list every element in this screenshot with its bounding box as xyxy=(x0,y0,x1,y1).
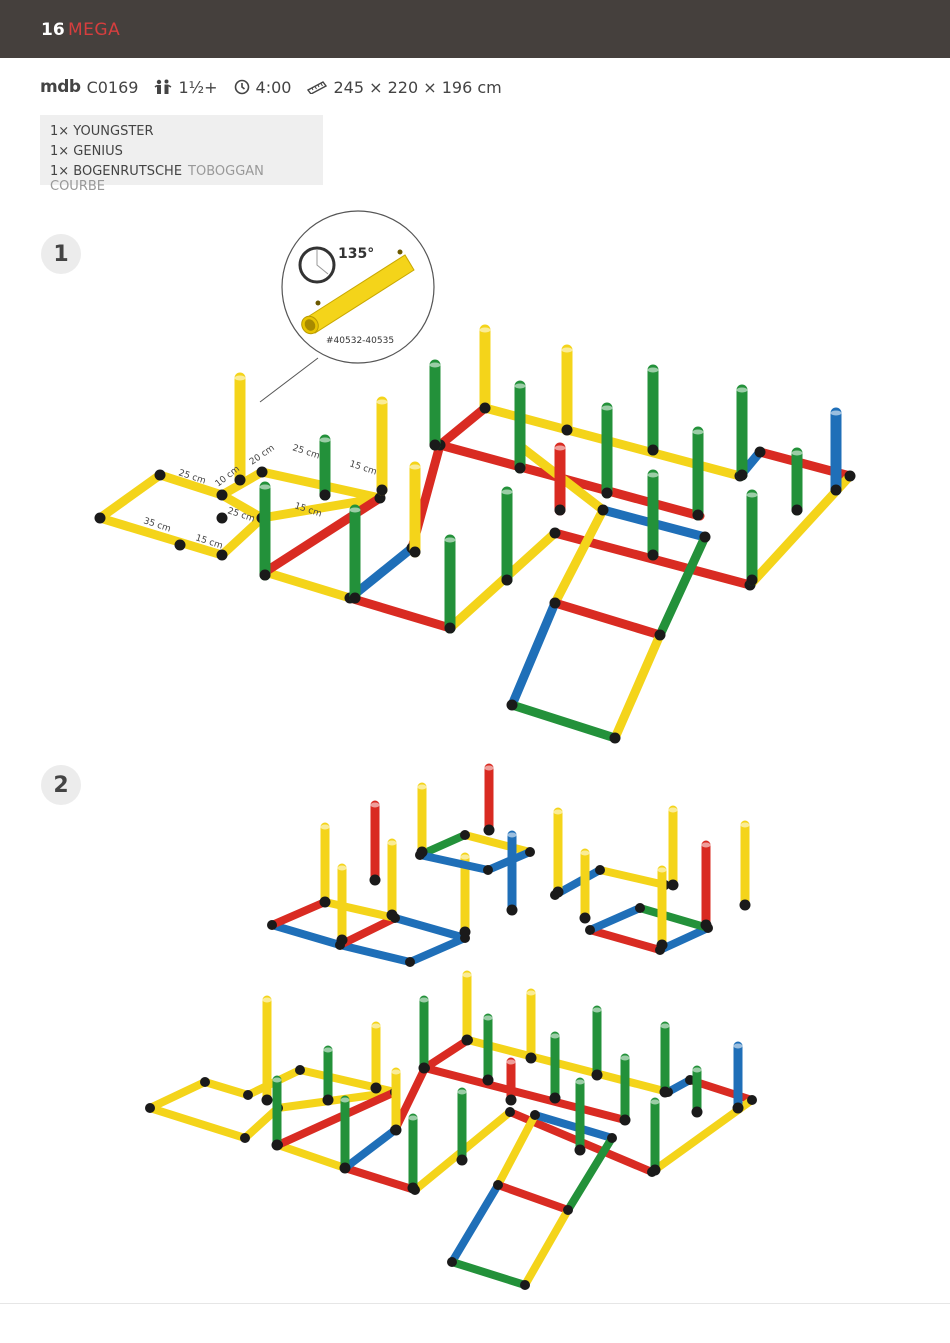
product-info: mdb C0169 1½+ 4:00 245 × 220 × 196 cm xyxy=(40,76,518,98)
page-title: MEGA xyxy=(68,20,121,40)
step-2-badge: 2 xyxy=(41,765,81,805)
dimensions-value: 245 × 220 × 196 cm xyxy=(333,77,502,97)
part-number: #40532-40535 xyxy=(326,336,394,346)
clock-icon xyxy=(234,79,249,95)
page-header: 16 MEGA xyxy=(0,0,950,58)
model-number: C0169 xyxy=(86,77,139,97)
parts-item: 1× YOUNGSTER xyxy=(50,124,154,139)
step-1-badge: 1 xyxy=(41,234,81,274)
svg-text:20 cm: 20 cm xyxy=(248,443,277,467)
time-value: 4:00 xyxy=(255,77,292,97)
brand-logo: mdb xyxy=(40,77,81,97)
age-value: 1½+ xyxy=(178,77,218,97)
step-1-assembly xyxy=(94,324,856,744)
child-icon xyxy=(155,79,172,94)
angle-label: 135° xyxy=(338,246,374,262)
footer-divider xyxy=(0,1303,950,1304)
step-2-assembly xyxy=(145,763,757,1290)
svg-text:25 cm: 25 cm xyxy=(291,443,321,461)
svg-text:15 cm: 15 cm xyxy=(348,459,378,477)
parts-item: 1× GENIUS xyxy=(50,144,123,159)
detail-callout: 135° #40532-40535 xyxy=(259,210,435,403)
page-number: 16 xyxy=(41,20,65,40)
ruler-icon xyxy=(307,81,328,94)
tube-part-icon xyxy=(301,249,415,335)
